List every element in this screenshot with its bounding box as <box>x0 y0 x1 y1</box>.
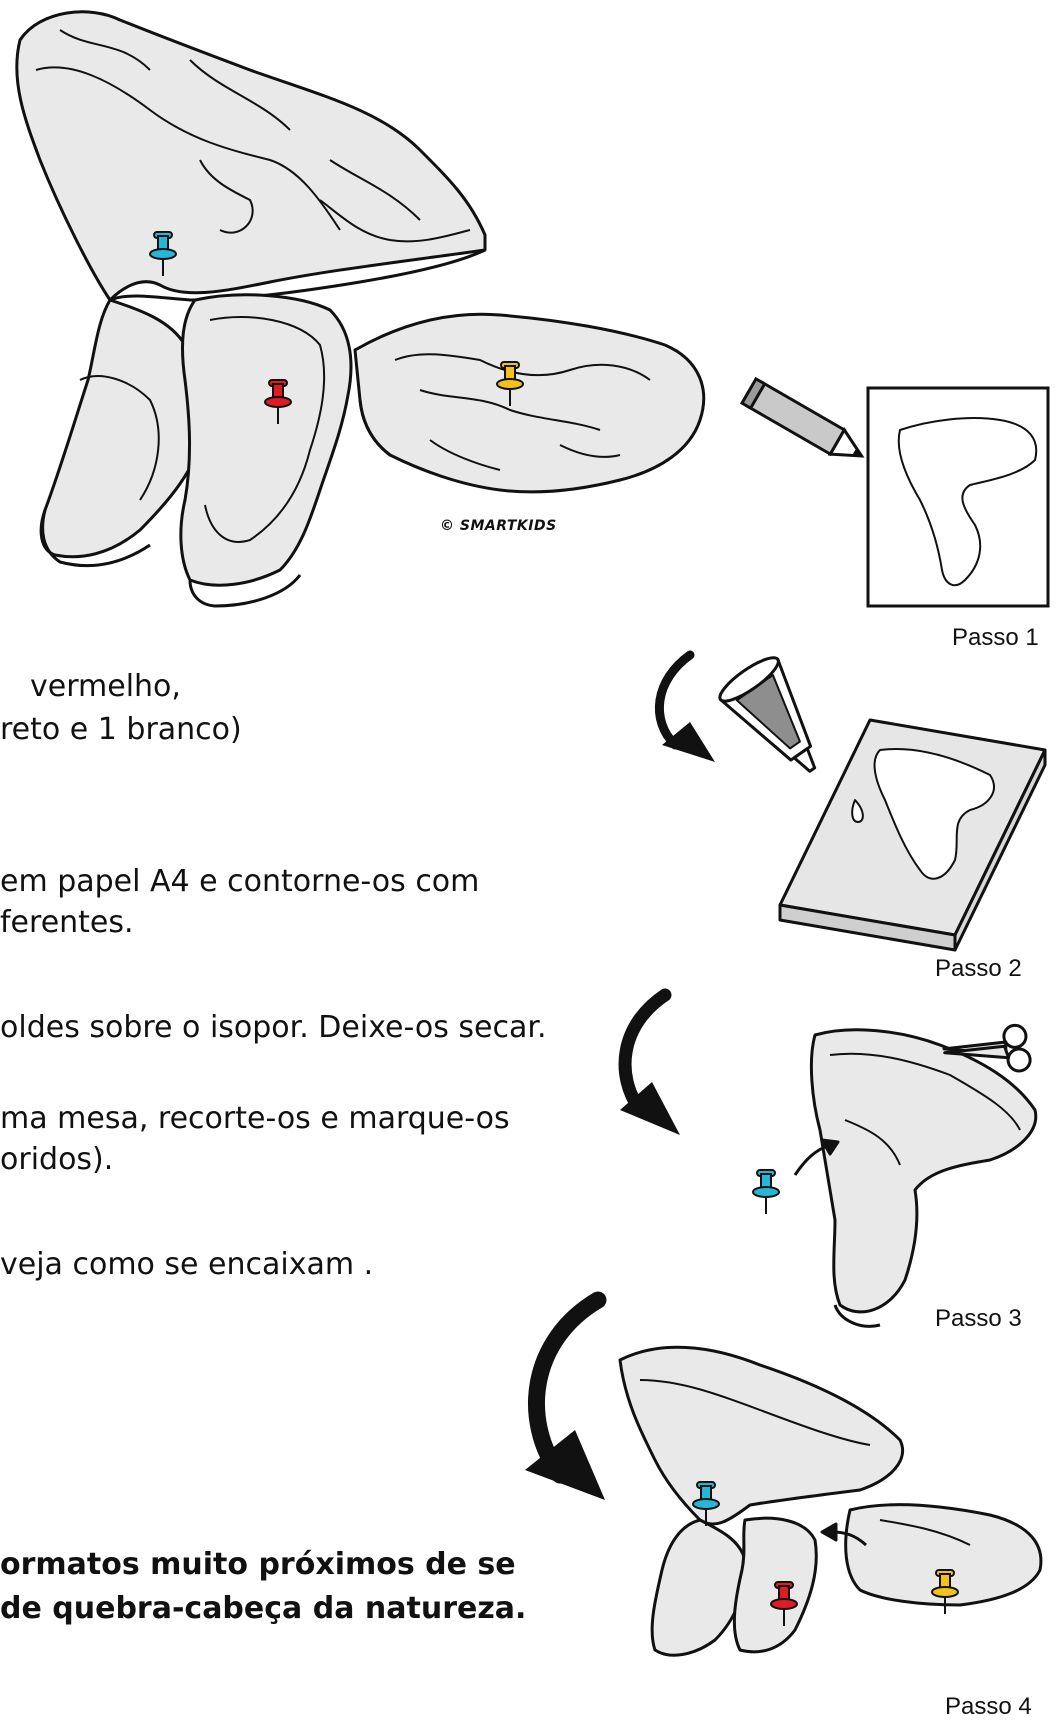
step3-caption: Passo 3 <box>935 1305 1022 1333</box>
step2-caption: Passo 2 <box>935 955 1022 983</box>
step2-illustration <box>715 651 1045 950</box>
north-america-piece <box>17 12 485 300</box>
step1-illustration <box>742 379 1048 606</box>
instruction-3-line-2: oridos). <box>0 1140 113 1180</box>
arrow-icon-1 <box>659 655 715 762</box>
materials-line-1: vermelho, <box>30 667 181 707</box>
step4-illustration <box>620 1347 1041 1655</box>
glue-bottle-icon <box>715 651 841 789</box>
instruction-1-line-1: em papel A4 e contorne-os com <box>0 862 479 902</box>
pencil-icon <box>742 379 869 468</box>
conclusion-line-1: ormatos muito próximos de se <box>0 1545 516 1585</box>
step3-illustration <box>795 1024 1036 1327</box>
africa-piece <box>181 295 351 606</box>
arrow-icon-3 <box>525 1300 605 1500</box>
arrow-icon-2 <box>620 995 680 1135</box>
blue-pushpin-icon-step3 <box>753 1170 779 1214</box>
instruction-3-line-1: ma mesa, recorte-os e marque-os <box>0 1099 510 1139</box>
step1-caption: Passo 1 <box>952 624 1039 652</box>
instruction-1-line-2: ferentes. <box>0 903 134 943</box>
conclusion-line-2: de quebra-cabeça da natureza. <box>0 1589 526 1629</box>
materials-line-2: reto e 1 branco) <box>0 710 242 750</box>
smartkids-credit: © SMARTKIDS <box>440 518 557 534</box>
instruction-2-line-1: oldes sobre o isopor. Deixe-os secar. <box>0 1008 546 1048</box>
instruction-4-line-1: veja como se encaixam . <box>0 1245 373 1285</box>
step4-caption: Passo 4 <box>945 1693 1032 1721</box>
eurasia-piece <box>355 314 704 492</box>
